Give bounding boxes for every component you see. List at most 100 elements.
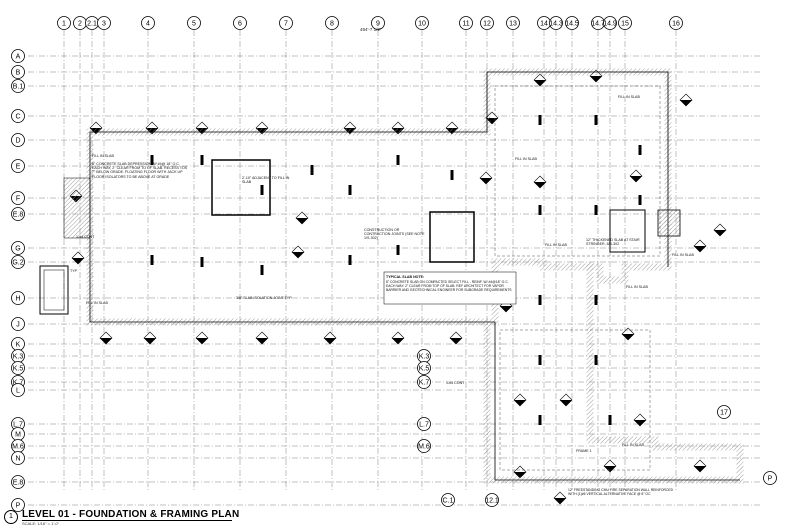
slab-depression-note: 8" CONCRETE SLAB DEPRESSION W/ #4@ 18" O… <box>92 162 188 179</box>
slab-outline <box>86 68 672 326</box>
grid-bubble-col-14.9: 14.9 <box>603 16 617 30</box>
svg-text:K.7: K.7 <box>13 379 24 386</box>
pile-cap <box>538 355 542 365</box>
pile-cap <box>150 255 154 265</box>
grid-bubble-col-14.3: 14.3 <box>549 16 563 30</box>
pile-cap <box>200 155 204 165</box>
section-marker <box>255 331 269 345</box>
grid-bubble-row-10: H <box>11 291 25 305</box>
fill-in-slab-note-1: FILL IN SLAB <box>92 154 114 158</box>
section-marker <box>291 245 305 259</box>
grid-bubble-col-3: 3 <box>97 16 111 30</box>
pile-cap <box>538 205 542 215</box>
slab-isolation-joint-note: 3/8" SLAB ISOLATION JOINT TYP. <box>236 296 293 300</box>
grid-bubble-row-9: G.2 <box>11 255 25 269</box>
section-marker <box>621 327 635 341</box>
svg-text:M.6: M.6 <box>418 443 430 450</box>
left-box-inner <box>43 269 65 311</box>
grid-bubble-k3-inner: K.3 <box>417 349 431 363</box>
svg-text:2: 2 <box>78 20 82 27</box>
fill-in-slab-note-4: FILL IN SLAB <box>545 243 567 247</box>
grid-bubble-row-3: C <box>11 109 25 123</box>
svg-text:L.7: L.7 <box>13 421 23 428</box>
grid-bubble-col-8: 8 <box>325 16 339 30</box>
svg-text:C: C <box>15 113 20 120</box>
grid-bubble-row-14: K.5 <box>11 361 25 375</box>
svg-text:E.8: E.8 <box>13 479 24 486</box>
section-marker <box>479 171 493 185</box>
frame-label: FRAME 1 <box>576 449 592 453</box>
svg-text:2.1: 2.1 <box>87 20 97 27</box>
east-inner-line <box>494 85 661 257</box>
svg-text:J: J <box>16 321 20 328</box>
slab-outline-lower <box>483 262 744 484</box>
grid-bubble-col-13: 13 <box>506 16 520 30</box>
grid-bubble-row-2: B.1 <box>11 79 25 93</box>
grid-bubble-row-13: K.3 <box>11 349 25 363</box>
pile-cap <box>638 145 642 155</box>
section-marker <box>679 93 693 107</box>
svg-text:E.8: E.8 <box>13 211 24 218</box>
title-underline <box>22 520 232 521</box>
pile-cap <box>348 185 352 195</box>
svg-text:C.1: C.1 <box>443 497 454 504</box>
svg-text:B.1: B.1 <box>13 83 24 90</box>
pile-cap <box>348 255 352 265</box>
section-marker <box>143 331 157 345</box>
grid-bubble-row-21: E.8 <box>11 475 25 489</box>
svg-text:17: 17 <box>720 409 728 416</box>
grid-bubble-col-11: 11 <box>459 16 473 30</box>
svg-text:14.9: 14.9 <box>603 20 617 27</box>
grid-bubble-row-18: M <box>11 427 25 441</box>
section-marker <box>391 331 405 345</box>
svg-text:K: K <box>16 341 21 348</box>
svg-text:B: B <box>16 69 21 76</box>
pile-cap <box>260 265 264 275</box>
pile-cap <box>538 115 542 125</box>
typ-label: TYP <box>70 269 78 273</box>
grid-bubble-col-6: 6 <box>233 16 247 30</box>
svg-text:A: A <box>16 53 21 60</box>
svg-text:P: P <box>16 502 21 509</box>
pile-cap <box>200 257 204 267</box>
grid-bubble-row-1: B <box>11 65 25 79</box>
fill-in-slab-note-7: FILL IN SLAB <box>622 443 644 447</box>
grid-bubble-row-7: E.8 <box>11 207 25 221</box>
grid-bubble-c-1: C.1 <box>441 493 455 507</box>
pile-cap <box>260 185 264 195</box>
svg-text:D: D <box>15 137 20 144</box>
svg-text:K.3: K.3 <box>419 353 430 360</box>
pile-cap <box>594 295 598 305</box>
svg-text:15: 15 <box>621 20 629 27</box>
grid-bubble-col-7: 7 <box>279 16 293 30</box>
grid-bubble-col-10: 10 <box>415 16 429 30</box>
svg-text:12: 12 <box>483 20 491 27</box>
section-marker <box>195 331 209 345</box>
grid-bubble-col-15: 15 <box>618 16 632 30</box>
grid-bubble-col-5: 5 <box>187 16 201 30</box>
grid-bubble-col-1: 1 <box>57 16 71 30</box>
svg-text:L: L <box>16 387 20 394</box>
svg-text:E: E <box>16 163 21 170</box>
typical-slab-note-body: 8" CONCRETE SLAB ON COMPACTED SELECT FIL… <box>386 280 512 292</box>
section-marker <box>603 459 617 473</box>
drawing-title: LEVEL 01 - FOUNDATION & FRAMING PLAN <box>22 509 240 520</box>
svg-text:K.7: K.7 <box>419 379 430 386</box>
thickened-slab-note: 12" THICKENED SLAB AT STAIR STRINGER, 6/… <box>586 238 640 247</box>
grid-bubble-row-22: P <box>11 498 25 512</box>
svg-text:M.6: M.6 <box>12 443 24 450</box>
svg-text:N: N <box>15 455 20 462</box>
grid-bubble-row-5: E <box>11 159 25 173</box>
grid-bubble-row-0: A <box>11 49 25 63</box>
svg-text:K.5: K.5 <box>419 365 430 372</box>
pile-cap <box>594 205 598 215</box>
section-marker <box>513 393 527 407</box>
overall-dimension: 494'-7 1/2" <box>360 27 382 32</box>
svg-text:9: 9 <box>376 20 380 27</box>
pile-cap <box>450 170 454 180</box>
adjacent-fill-note: 2'-10" ADJACENT TO FILL IN SLAB <box>242 176 290 185</box>
svg-text:16: 16 <box>672 20 680 27</box>
svg-text:L.7: L.7 <box>419 421 429 428</box>
left-box <box>39 265 69 315</box>
